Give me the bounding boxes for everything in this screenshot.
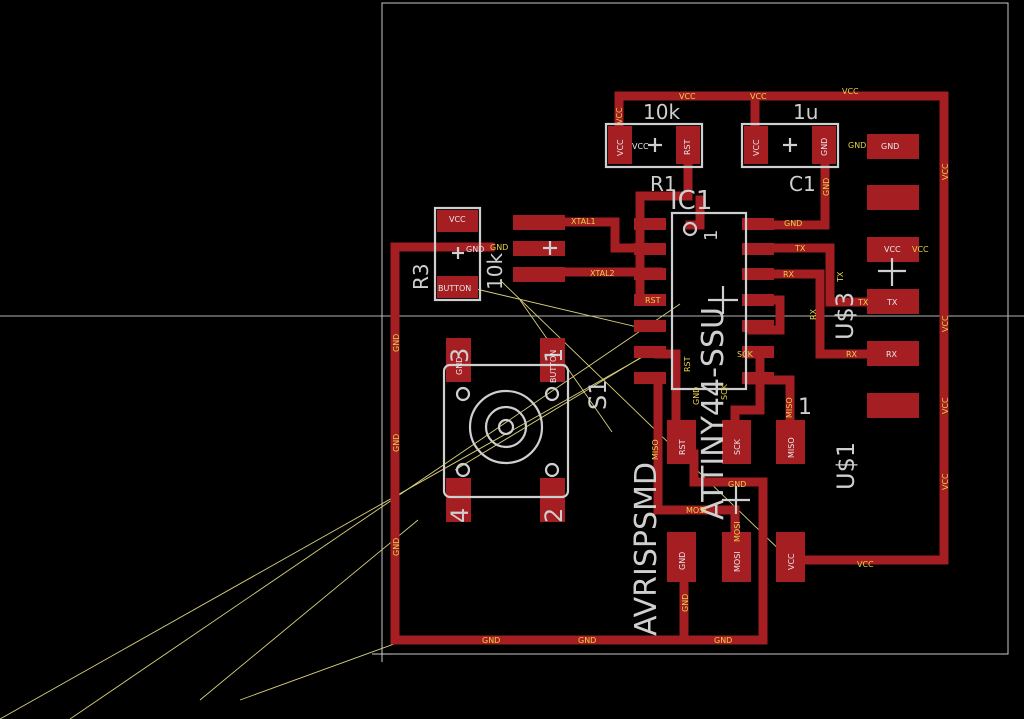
pad-label-isp-mosi: MOSI	[733, 551, 742, 572]
u3-ref: U$3	[831, 292, 859, 340]
smd-pads	[437, 126, 919, 582]
pad-label-c1-vcc: VCC	[752, 139, 761, 156]
r1-value: 10k	[643, 100, 680, 124]
net-gnd-left1: GND	[392, 334, 401, 352]
net-vcc-bottom: VCC	[857, 560, 874, 569]
net-gnd-left3: GND	[392, 538, 401, 556]
net-rst: RST	[645, 296, 661, 305]
pad-label-r1-vcc: VCC	[616, 139, 625, 156]
net-vcc-right3: VCC	[941, 397, 950, 414]
pad-label-isp-miso: MISO	[787, 437, 796, 458]
net-vcc-right2: VCC	[941, 315, 950, 332]
pad-label-u3-vcc: VCC	[884, 245, 901, 254]
isp-ref: AVRISPSMD	[629, 462, 664, 636]
net-mosi-isp: MOSI	[733, 521, 742, 542]
net-gnd-ic-bottom: GND	[728, 480, 746, 489]
r3-value: 10k	[483, 253, 507, 290]
net-gnd-c1: GND	[848, 141, 866, 150]
net-gnd-ic: GND	[784, 219, 802, 228]
net-vcc-c1: VCC	[750, 92, 767, 101]
s1-ref: S1	[584, 379, 612, 410]
pad-label-s1-button: BUTTON	[549, 350, 558, 383]
net-gnd-left2: GND	[392, 434, 401, 452]
net-xtal2: XTAL2	[590, 269, 615, 278]
net-gnd-bottom1: GND	[482, 636, 500, 645]
net-vcc-u3: VCC	[912, 245, 929, 254]
pad-label-r3-gnd: GND	[466, 245, 484, 254]
net-vcc-r1: VCC	[679, 92, 696, 101]
pad-label-isp-rst: RST	[678, 439, 687, 455]
s1-pin1: 1	[540, 348, 568, 363]
net-gnd-crystal: GND	[490, 243, 508, 252]
ic1-value: ATTINY44-SSU	[696, 307, 731, 520]
net-mosi: MOSI	[686, 506, 707, 515]
net-gnd-bottom2: GND	[578, 636, 596, 645]
net-gnd-bottom3: GND	[714, 636, 732, 645]
net-rx: RX	[783, 270, 795, 279]
c1-value: 1u	[793, 100, 818, 124]
pad-label-u3-gnd: GND	[881, 142, 899, 151]
pad-label-isp-vcc: VCC	[787, 553, 796, 570]
net-vcc-right4: VCC	[941, 473, 950, 490]
pad-label-u3-tx: TX	[886, 298, 898, 307]
airwires	[0, 279, 791, 719]
net-sck-ic: SCK	[720, 383, 729, 400]
s1-pin3: 3	[446, 348, 474, 363]
silkscreen	[433, 122, 906, 514]
net-tx: TX	[794, 244, 806, 253]
u1-ref: U$1	[832, 442, 860, 490]
net-rst-ic: RST	[683, 356, 692, 372]
pad-label-r1-vcc2: VCC	[632, 142, 649, 151]
net-tx-u3: TX	[857, 298, 869, 307]
isp-pin1: 1	[798, 395, 812, 420]
pad-label-isp-sck: SCK	[733, 438, 742, 455]
net-miso: MISO	[651, 439, 660, 460]
s1-pin4: 4	[446, 508, 474, 523]
pad-label-isp-gnd: GND	[678, 552, 687, 570]
c1-ref: C1	[789, 172, 816, 196]
r3-ref: R3	[409, 263, 433, 290]
net-xtal1: XTAL1	[571, 217, 596, 226]
net-rx-u3: RX	[846, 350, 858, 359]
ic1-pin1: 1	[701, 230, 722, 241]
pad-label-c1-gnd: GND	[820, 138, 829, 156]
net-miso-ic: MISO	[785, 397, 794, 418]
board-outline	[381, 2, 1009, 655]
net-vcc-left: VCC	[615, 107, 624, 124]
pad-label-r3-button: BUTTON	[438, 284, 471, 293]
ic1-ref: IC1	[670, 186, 712, 216]
pad-label-s1-gnd: GND	[455, 357, 464, 375]
net-tx-vert: TX	[836, 271, 845, 283]
net-rx-vert: RX	[809, 308, 818, 320]
r1-ref: R1	[650, 172, 677, 196]
pad-label-r1-rst: RST	[683, 139, 692, 155]
net-gnd-isp: GND	[681, 594, 690, 612]
net-gnd-c1-down: GND	[822, 178, 831, 196]
net-sck: SCK	[737, 350, 754, 359]
net-gnd-ic-pin: GND	[692, 387, 701, 405]
pad-label-u3-rx: RX	[886, 350, 898, 359]
s1-pin2: 2	[540, 508, 568, 523]
pad-label-r3-vcc: VCC	[449, 215, 466, 224]
net-vcc-top: VCC	[842, 87, 859, 96]
net-vcc-right1: VCC	[941, 163, 950, 180]
